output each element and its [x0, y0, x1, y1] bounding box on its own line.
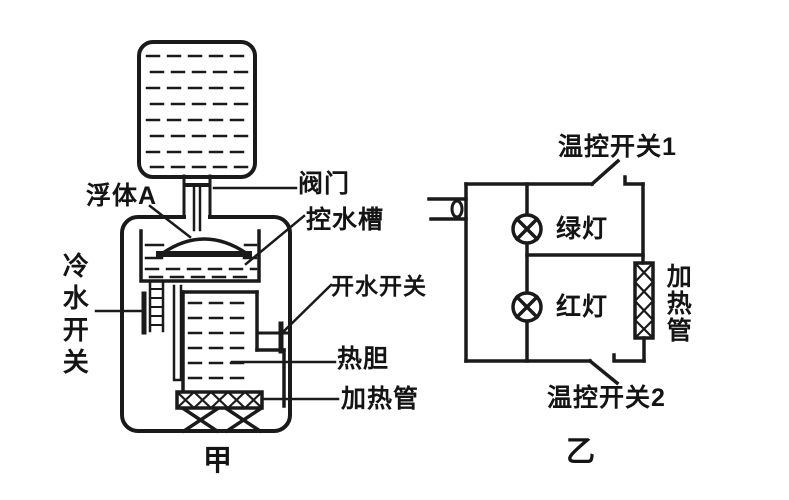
- float-dome: [156, 237, 252, 257]
- switch-2-blade: [587, 358, 620, 386]
- pointer-lines-left: [148, 186, 340, 401]
- caption-jia: 甲: [203, 445, 234, 477]
- bottle-water-dashes: [145, 54, 249, 169]
- circuit-figure: [427, 158, 655, 386]
- inner-tank-label: 热胆: [337, 345, 390, 373]
- heating-tube-label-left: 加热管: [341, 385, 420, 413]
- caption-yi: 乙: [566, 436, 597, 468]
- inner-hot-tank: [181, 290, 286, 408]
- power-plug-icon: [427, 197, 468, 221]
- heating-tube-label-right: 加热管: [663, 263, 692, 344]
- thermo-switch-2-symbol: [587, 353, 646, 386]
- float-a-label: 浮体A: [86, 182, 158, 210]
- thermo-switch-1-label: 温控开关1: [558, 133, 677, 161]
- valve-stem: [184, 183, 211, 232]
- float-a-pointer-line: [148, 204, 192, 239]
- cold-water-switch-label: 冷水开关: [59, 252, 90, 380]
- water-dispenser-figure: [94, 40, 340, 434]
- bottle-neck: [182, 174, 212, 218]
- resistor-crosshatch: [633, 261, 655, 340]
- heater-bar-crosshatch: [175, 390, 264, 410]
- control-tank-water-dashes: [144, 243, 258, 279]
- valve-label: 阀门: [298, 170, 351, 198]
- cold-water-pipe: [148, 279, 165, 333]
- control-tank-label: 控水槽: [306, 206, 385, 234]
- boiling-water-tap-icon: [255, 321, 290, 354]
- green-lamp-symbol: [511, 213, 543, 245]
- red-lamp-symbol: [511, 291, 543, 323]
- heater-bar: [175, 390, 264, 410]
- thermo-switch-2-label: 温控开关2: [547, 384, 666, 412]
- green-lamp-label: 绿灯: [556, 215, 609, 243]
- thermo-switch-1-symbol: [589, 158, 645, 187]
- control-tank-pointer-line: [244, 214, 306, 266]
- neck-opening-mask: [186, 212, 208, 224]
- switch-1-contact: [623, 175, 645, 186]
- support-legs: [181, 406, 263, 434]
- water-bottle: [137, 40, 257, 179]
- boiling-water-switch-label: 开水开关: [331, 273, 427, 299]
- tank-downpipe: [172, 284, 183, 382]
- hot-tank-water-dashes: [187, 301, 253, 380]
- switch-1-blade: [589, 158, 621, 187]
- water-control-tank: [139, 229, 261, 283]
- heating-tube-resistor: [633, 261, 655, 340]
- red-lamp-label: 红灯: [556, 293, 609, 321]
- boiling-switch-pointer-line: [280, 283, 333, 335]
- switch-2-contact: [612, 353, 646, 363]
- bottle-outline: [137, 40, 257, 179]
